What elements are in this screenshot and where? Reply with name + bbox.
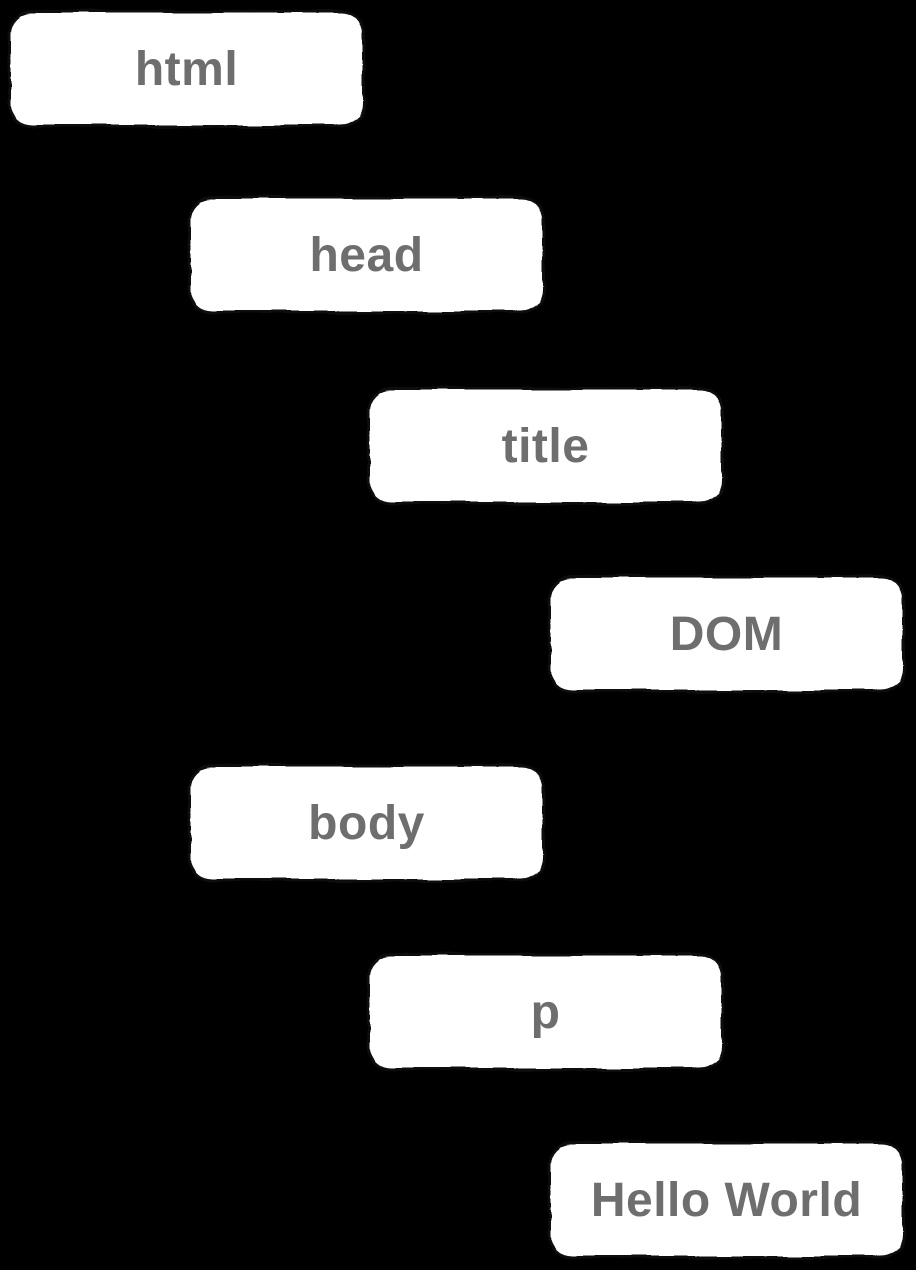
tree-node-box <box>367 953 724 1071</box>
tree-node-box <box>367 387 724 505</box>
tree-node-box <box>8 10 365 128</box>
tree-node-box <box>548 1141 905 1259</box>
tree-node-head: head <box>188 196 545 314</box>
tree-node-label: p <box>530 985 561 1039</box>
tree-node-label: title <box>501 419 590 473</box>
tree-node-box <box>188 764 545 882</box>
tree-node-html: html <box>8 10 365 128</box>
tree-node-label: html <box>134 42 239 96</box>
tree-node-box <box>548 575 905 693</box>
tree-node-title: title <box>367 387 724 505</box>
tree-node-box <box>188 196 545 314</box>
tree-node-p: p <box>367 953 724 1071</box>
tree-node-label: DOM <box>669 607 784 661</box>
tree-node-label: body <box>308 796 425 850</box>
tree-node-dom-text: DOM <box>548 575 905 693</box>
tree-node-hello-world: Hello World <box>548 1141 905 1259</box>
tree-node-body: body <box>188 764 545 882</box>
tree-node-label: Hello World <box>590 1173 863 1227</box>
tree-node-label: head <box>309 228 424 282</box>
